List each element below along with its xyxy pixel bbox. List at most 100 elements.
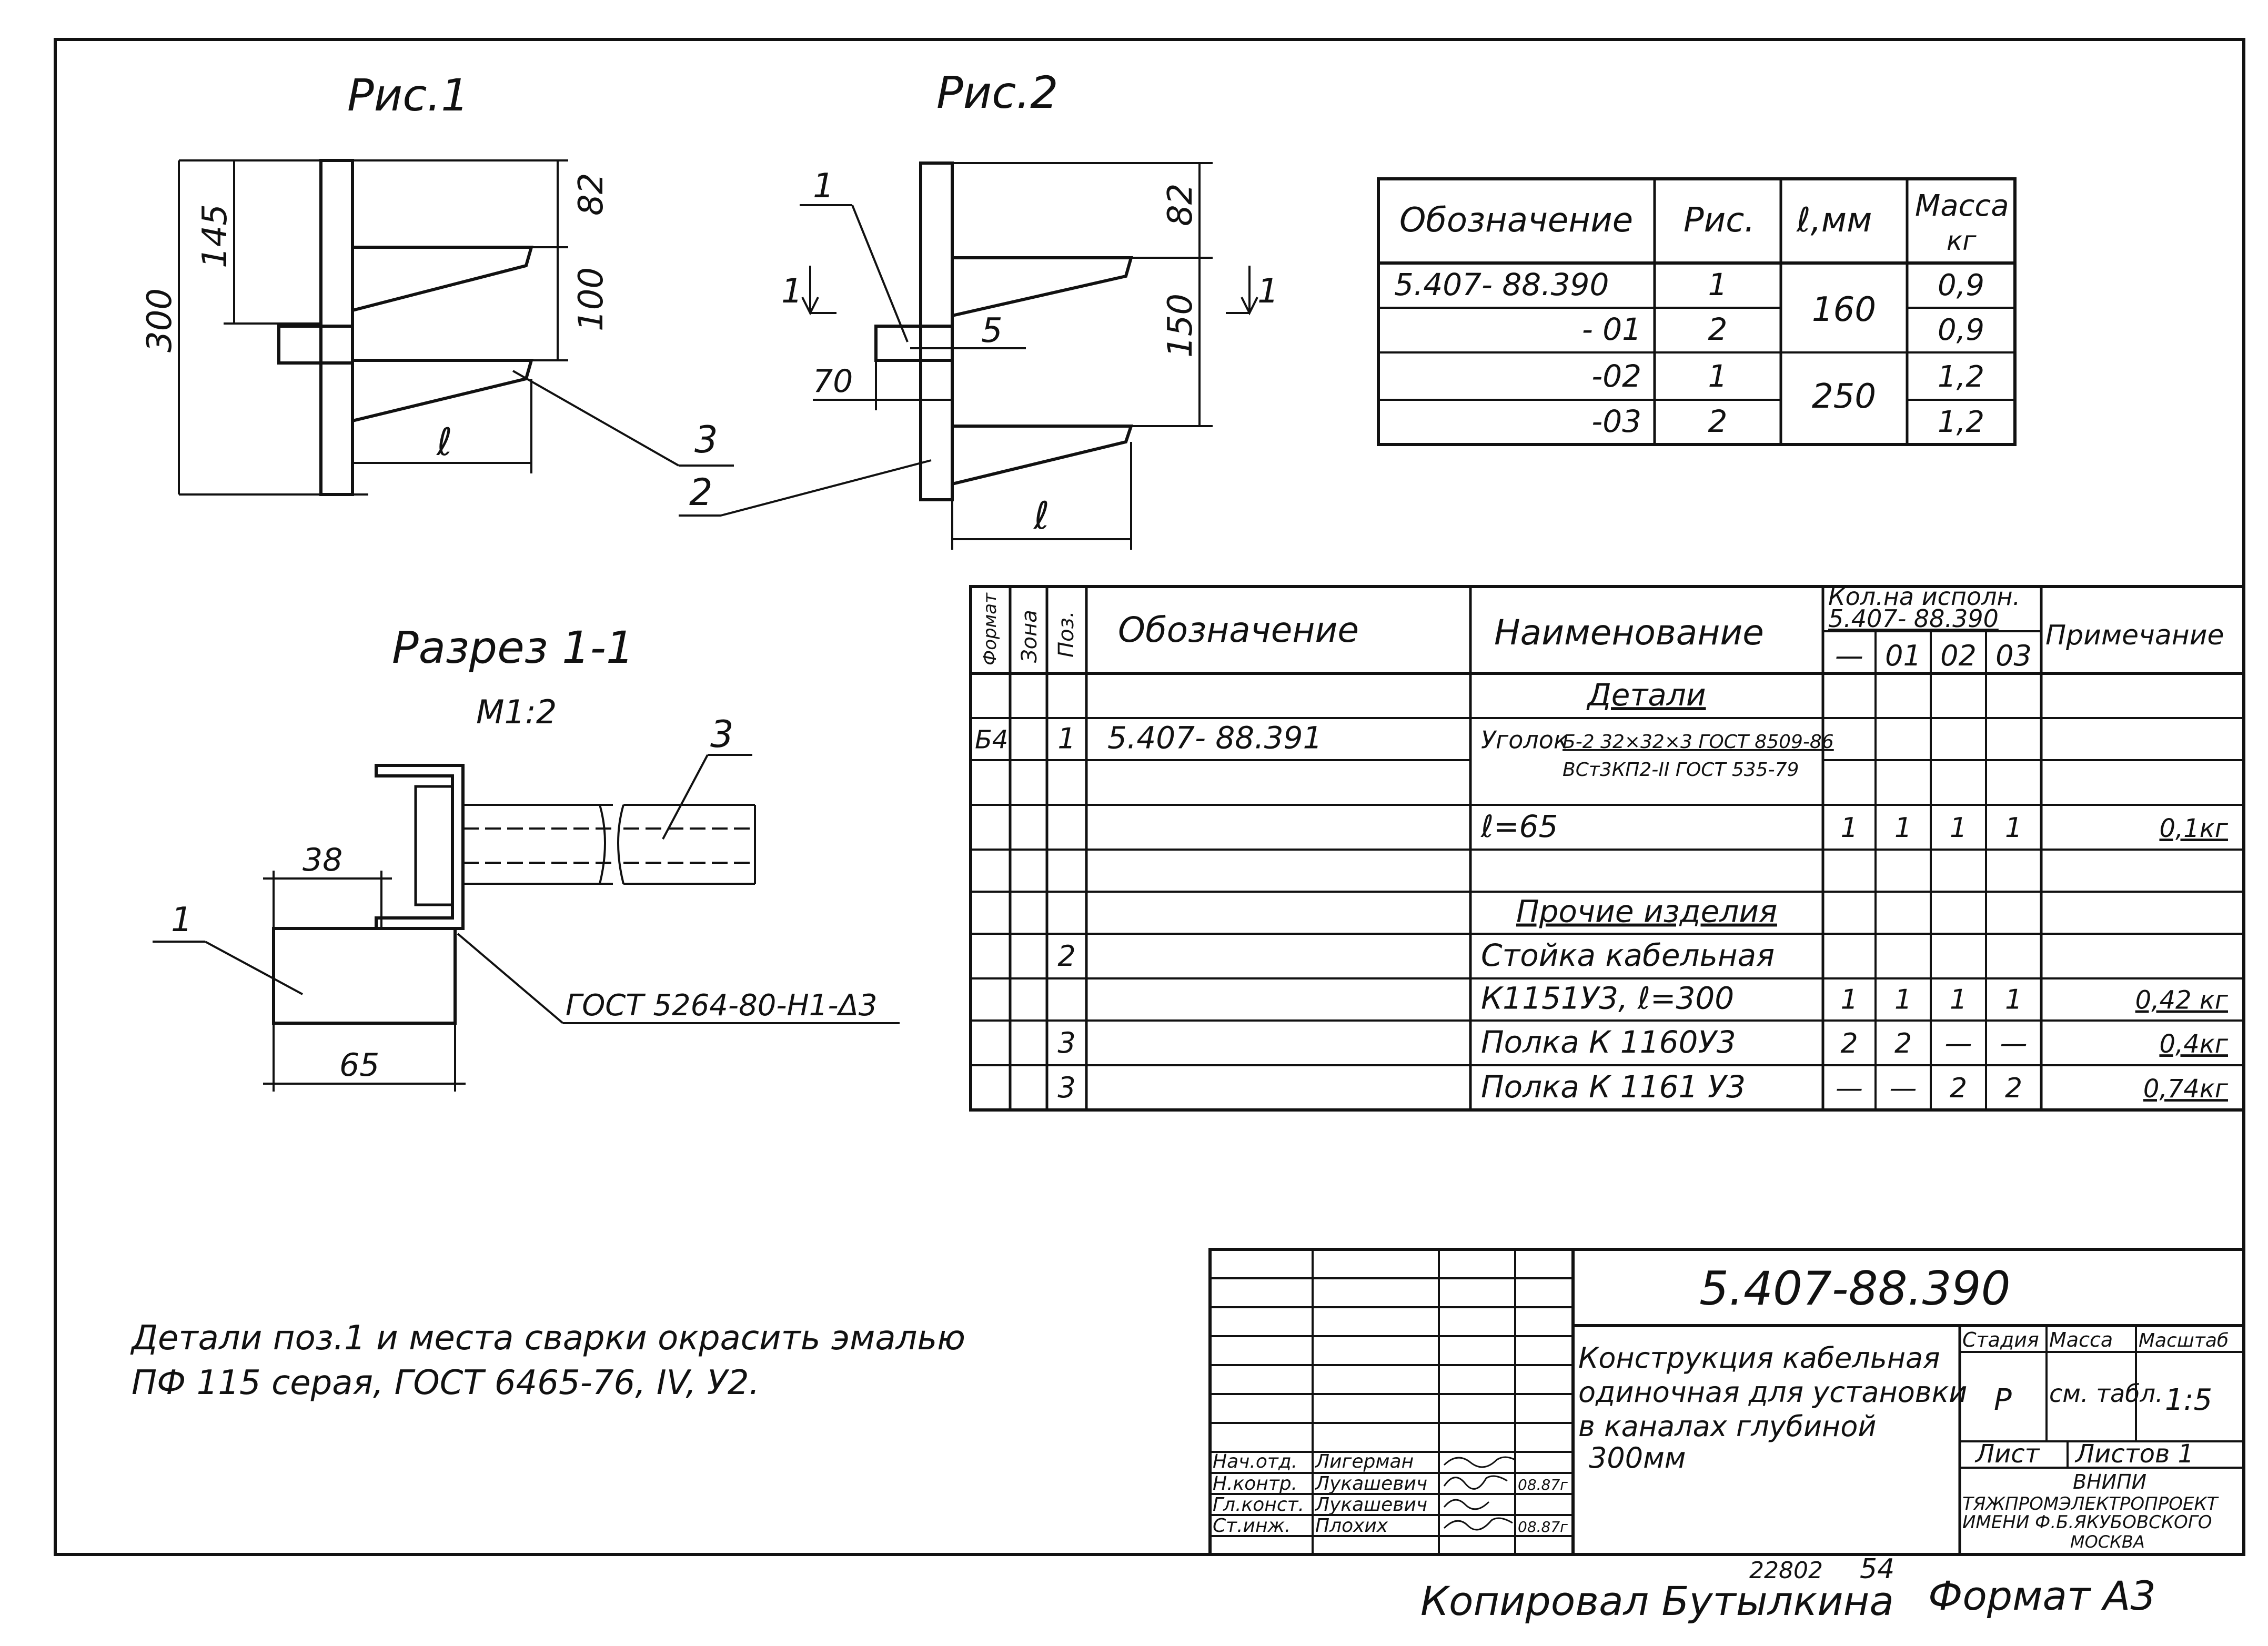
org-line-1: ВНИПИ <box>2073 1470 2146 1493</box>
spec-header-variant: 02 <box>1940 639 1977 672</box>
variants-header-mass-unit: кг <box>1947 226 1977 256</box>
spec-cell-qty: — <box>1945 1028 1972 1059</box>
figure-2-callout-2: 2 <box>689 471 713 514</box>
spec-cell-qty: 2 <box>2005 1073 2022 1104</box>
variants-cell-designation: -03 <box>1591 403 1641 439</box>
figure-2-post <box>919 161 954 501</box>
spec-cell-format: Б4 <box>975 725 1008 755</box>
figure-2-title: Рис.2 <box>936 67 1059 118</box>
org-line-2: ТЯЖПРОМЭЛЕКТРОПРОЕКТ <box>1962 1493 2219 1514</box>
spec-cell-qty: — <box>2000 1028 2028 1059</box>
spec-cell-pos: 2 <box>1057 940 1075 973</box>
spec-cell-pos: 1 <box>1057 722 1075 755</box>
spec-table-frame <box>969 585 2245 1112</box>
figure-1: Рис.1 300 145 82 100 ℓ 3 <box>140 69 734 496</box>
sig-date-4: 08.87г <box>1518 1518 1568 1536</box>
variants-header-mass: Масса <box>1915 189 2009 223</box>
figure-2-shelf-lower <box>952 425 1134 486</box>
figure-1-dim-top: 145 <box>196 204 235 268</box>
title-block: 5.407-88.390 Конструкция кабельная одино… <box>1208 1248 2245 1556</box>
variants-cell-fig: 1 <box>1708 267 1728 302</box>
format-label: Формат А3 <box>1928 1572 2156 1619</box>
scale-label: Масштаб <box>2139 1330 2229 1351</box>
spec-cell-qty: 2 <box>1950 1073 1967 1104</box>
section-angle-profile <box>375 764 465 930</box>
spec-cell-note: 0,4кг <box>2159 1029 2228 1059</box>
spec-header-variant: 03 <box>1995 639 2032 672</box>
figure-1-title: Рис.1 <box>347 69 469 121</box>
sig-name-1: Лигерман <box>1314 1451 1414 1472</box>
variants-cell-fig: 2 <box>1708 403 1728 439</box>
spec-header-variant: — <box>1835 639 1863 672</box>
inventory-number: 22802 <box>1749 1557 1823 1584</box>
spec-cell-qty: 1 <box>2005 812 2022 844</box>
figure-1-dim-total: 300 <box>140 288 179 352</box>
spec-cell-note: 0,42 кг <box>2135 986 2229 1015</box>
figure-2-shelf-upper <box>952 256 1133 317</box>
sheets-label: Листов 1 <box>2074 1439 2194 1469</box>
figure-1-callout-3: 3 <box>694 418 718 461</box>
sig-role-1: Нач.отд. <box>1213 1451 1297 1472</box>
sig-role-2: Н.контр. <box>1213 1473 1297 1494</box>
section-scale: М1:2 <box>476 693 557 731</box>
title-line-1: Конструкция кабельная <box>1578 1341 1940 1375</box>
figure-2-dim-gap-mid: 150 <box>1161 294 1200 358</box>
spec-header-format: Формат <box>980 592 1001 665</box>
spec-header-variant: 01 <box>1885 639 1921 672</box>
variants-header-length: ℓ,мм <box>1796 201 1872 240</box>
signature-mark-1 <box>1443 1456 1516 1468</box>
figure-2-angle <box>874 325 954 362</box>
signature-mark-3 <box>1443 1499 1490 1510</box>
spec-cell-name: ℓ=65 <box>1480 809 1558 844</box>
section-shelf-end <box>414 785 454 906</box>
doc-number: 5.407-88.390 <box>1699 1261 2011 1316</box>
sig-date-2: 08.87г <box>1518 1476 1568 1493</box>
title-line-4: 300мм <box>1589 1441 1686 1475</box>
mass-label: Масса <box>2049 1328 2113 1351</box>
spec-header-note: Примечание <box>2045 620 2224 651</box>
stage-label: Стадия <box>1962 1328 2039 1351</box>
spec-cell-qty: 2 <box>1840 1028 1858 1059</box>
spec-cell-qty: 1 <box>1894 984 1912 1016</box>
spec-header-designation: Обозначение <box>1118 610 1359 650</box>
sig-role-4: Ст.инж. <box>1213 1515 1291 1537</box>
section-weld-note: ГОСТ 5264-80-Н1-Δ3 <box>566 988 877 1023</box>
variants-cell-designation: -02 <box>1591 358 1641 394</box>
spec-cell-pos: 3 <box>1057 1071 1075 1104</box>
section-dim-65: 65 <box>339 1047 379 1084</box>
spec-cell-name: Прочие изделия <box>1516 894 1777 930</box>
general-note: Детали поз.1 и места сварки окрасить эма… <box>130 1319 965 1402</box>
spec-cell-name: К1151У3, ℓ=300 <box>1481 981 1734 1016</box>
copied-by: Копировал Бутылкина <box>1420 1578 1894 1624</box>
figure-1-shelf-upper <box>352 246 533 312</box>
sig-name-4: Плохих <box>1315 1515 1388 1537</box>
section-callout-1: 1 <box>171 901 193 940</box>
section-callout-3: 3 <box>710 713 734 756</box>
spec-angle-spec-line-1: Б-2 32×32×3 ГОСТ 8509-86 <box>1563 731 1834 753</box>
variants-table-frame <box>1377 177 2017 446</box>
signature-mark-2 <box>1443 1475 1508 1490</box>
page-number: 54 <box>1860 1553 1894 1585</box>
scale-value: 1:5 <box>2165 1383 2212 1417</box>
figure-2: Рис.2 82 150 70 ℓ 1 5 2 1 1 <box>679 67 1279 550</box>
spec-header-qty: Кол.на исполн. <box>1828 582 2020 611</box>
spec-cell-qty: 2 <box>1894 1028 1912 1059</box>
spec-cell-name: Полка К 1160У3 <box>1481 1024 1736 1060</box>
variants-cell-mass: 1,2 <box>1938 405 1984 439</box>
mass-value: см. табл. <box>2049 1379 2163 1408</box>
title-line-2: одиночная для установки <box>1578 1376 1967 1409</box>
spec-angle-spec-line-2: ВСт3КП2-II ГОСТ 535-79 <box>1563 759 1799 781</box>
spec-cell-note: 0,1кг <box>2159 814 2228 843</box>
spec-cell-pos: 3 <box>1057 1026 1075 1059</box>
spec-cell-qty: 1 <box>1840 984 1858 1016</box>
sheet-label: Лист <box>1974 1439 2041 1469</box>
figure-1-dim-gap-top: 82 <box>572 173 611 216</box>
section-mark-right: 1 <box>1257 272 1279 311</box>
section-dim-38: 38 <box>303 842 342 878</box>
org-line-4: МОСКВА <box>2070 1532 2145 1552</box>
spec-cell-qty: — <box>1890 1073 1917 1104</box>
figure-2-dim-length: ℓ <box>1033 493 1050 538</box>
variants-cell-fig: 1 <box>1708 358 1728 394</box>
